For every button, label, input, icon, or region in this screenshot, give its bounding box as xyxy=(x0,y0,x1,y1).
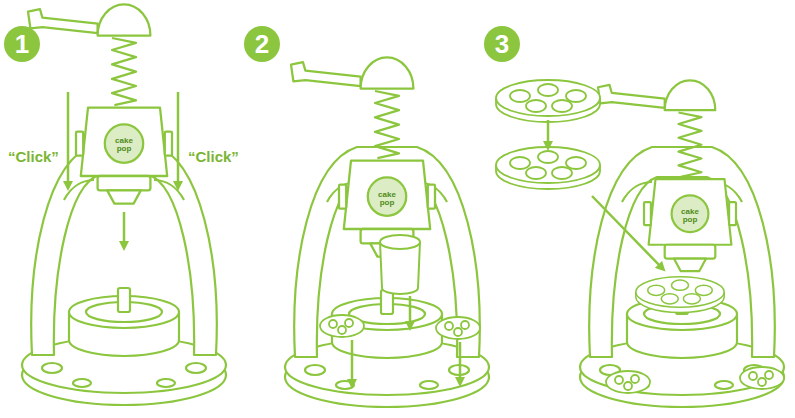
motion-arrows xyxy=(352,296,460,384)
pop-tray xyxy=(606,371,650,393)
pop-tray xyxy=(320,315,364,337)
step-number-text: 2 xyxy=(255,31,269,57)
mold-in-place xyxy=(636,277,724,313)
mold-top xyxy=(496,80,600,122)
step-number-text: 1 xyxy=(15,31,29,57)
motion-arrows xyxy=(548,120,662,268)
plunger-unit xyxy=(28,4,172,203)
step-number: 2 xyxy=(244,26,280,62)
logo-text: cake pop xyxy=(374,191,400,207)
step-number: 3 xyxy=(484,26,520,62)
motion-arrows xyxy=(68,92,178,246)
logo-text: cake pop xyxy=(677,208,703,224)
sound-label: “Click” xyxy=(188,148,239,165)
logo-text: cake pop xyxy=(111,137,137,153)
mold-bottom xyxy=(496,147,600,189)
pop-tray xyxy=(740,367,784,389)
step-number-text: 3 xyxy=(495,31,509,57)
plunger-unit xyxy=(598,80,736,271)
pop-tray xyxy=(436,317,480,339)
cup xyxy=(380,235,420,294)
sound-label: “Click” xyxy=(8,148,59,165)
step-number: 1 xyxy=(4,26,40,62)
plunger-unit xyxy=(291,57,435,256)
